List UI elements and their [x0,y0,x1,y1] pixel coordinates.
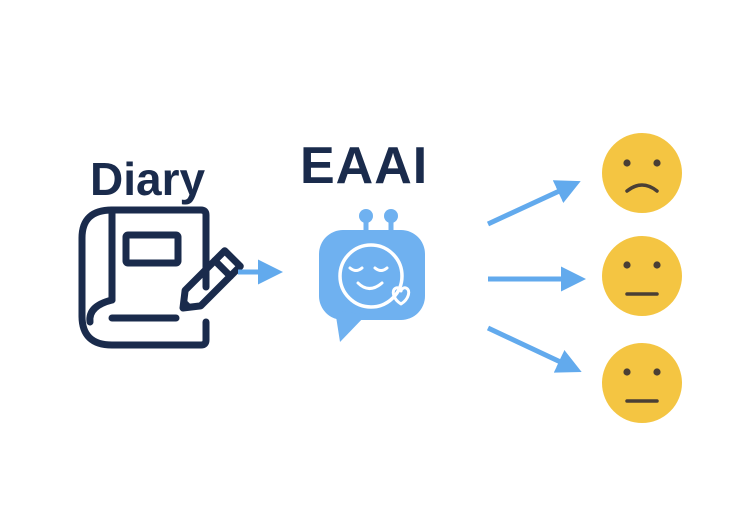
diary-book-with-pencil-icon [78,206,244,349]
arrow-to-sad-face [486,180,581,227]
diary-label: Diary [90,153,206,205]
eaai-label: EAAI [300,137,429,195]
sad-face-icon [602,133,682,213]
neutral-face-icon [602,236,682,316]
neutral-face-icon [602,343,682,423]
arrow-to-neutral-face-2 [486,325,582,373]
smiling-robot-chat-bubble-icon [319,209,425,342]
